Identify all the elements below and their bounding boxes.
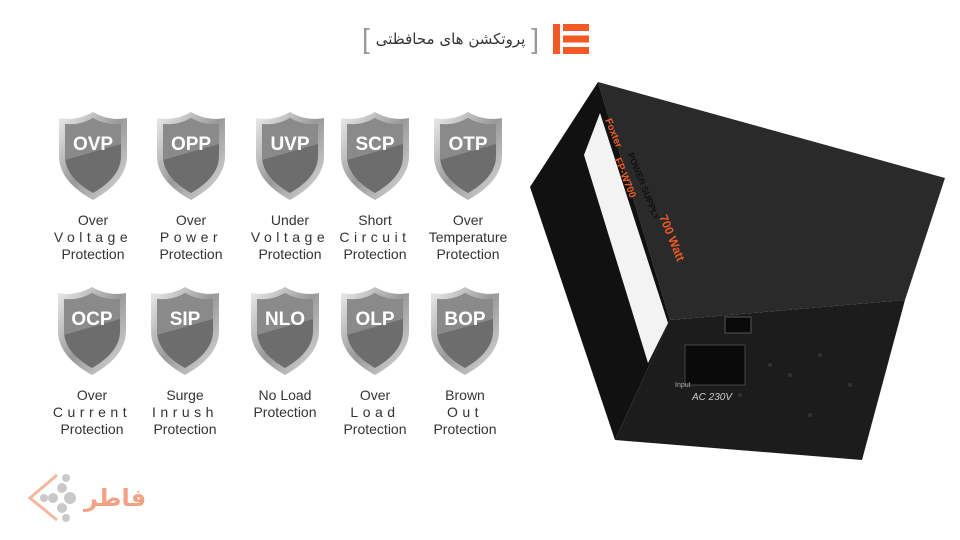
shield-icon: OVP: [57, 110, 129, 202]
title-text: پروتکشن های محافظتی: [375, 30, 526, 48]
feature-abbr: UVP: [270, 134, 310, 155]
feature-label-line: Temperature: [428, 229, 508, 245]
feature-abbr: OVP: [72, 134, 114, 155]
input-label: Input: [675, 382, 691, 389]
feature-label-line: Over: [452, 212, 484, 228]
feature-label-line: Short: [358, 212, 392, 228]
feature-label-line: Out: [446, 404, 484, 420]
shield-icon: BOP: [429, 285, 501, 377]
open-bracket: [: [362, 23, 370, 54]
feature-label-line: Brown: [445, 387, 485, 403]
feature-label-line: Protection: [253, 404, 317, 420]
feature-label-line: Surge: [166, 387, 204, 403]
shield-icon: OTP: [432, 110, 504, 202]
feature-label-line: Protection: [436, 246, 500, 262]
feature-abbr: OTP: [448, 134, 488, 155]
feature-label-line: Over: [359, 387, 391, 403]
feature-label-line: Protection: [258, 246, 322, 262]
feature-label-line: Load: [350, 404, 400, 420]
feature-abbr: NLO: [264, 309, 306, 330]
feature-label-line: No Load: [258, 387, 312, 403]
section-title: [ پروتکشن های محافظتی ]: [362, 23, 590, 54]
shield-icon: OCP: [56, 285, 128, 377]
feature-label-line: Power: [159, 229, 223, 245]
feature-label-line: Current: [52, 404, 132, 420]
section-logo-icon: [553, 24, 590, 54]
close-bracket: ]: [531, 23, 540, 54]
feature-label-line: Protection: [433, 421, 497, 437]
shield-icon: SCP: [339, 110, 411, 202]
feature-abbr: SCP: [355, 134, 395, 155]
feature-label-line: Inrush: [152, 404, 218, 420]
feature-label-line: Over: [76, 387, 108, 403]
feature-abbr: SIP: [169, 309, 201, 330]
brand-logo-text: فاطر: [83, 484, 146, 512]
input-value: AC 230V: [691, 392, 733, 403]
feature-label-line: Over: [175, 212, 207, 228]
feature-label-line: Protection: [343, 246, 407, 262]
feature-label-line: Protection: [153, 421, 217, 437]
feature-label-line: Under: [270, 212, 310, 228]
feature-abbr: OPP: [170, 134, 212, 155]
feature-label-line: Voltage: [250, 229, 330, 245]
feature-label-line: Protection: [61, 246, 125, 262]
power-supply-image: Input AC 230V Foxter POWER SUPPLY FP-W70…: [530, 82, 945, 460]
feature-label-line: Protection: [343, 421, 407, 437]
shield-icon: SIP: [149, 285, 221, 377]
shield-icon: UVP: [254, 110, 326, 202]
feature-label-line: Protection: [159, 246, 223, 262]
feature-label-line: Voltage: [53, 229, 133, 245]
shield-icon: OPP: [155, 110, 227, 202]
feature-label-line: Over: [77, 212, 109, 228]
brand-logo: فاطر: [22, 470, 162, 530]
feature-label-line: Protection: [60, 421, 124, 437]
feature-abbr: OLP: [355, 309, 395, 330]
feature-abbr: BOP: [444, 309, 486, 330]
feature-label-line: Circuit: [339, 229, 411, 245]
feature-abbr: OCP: [71, 309, 113, 330]
shield-icon: OLP: [339, 285, 411, 377]
shield-icon: NLO: [249, 285, 321, 377]
